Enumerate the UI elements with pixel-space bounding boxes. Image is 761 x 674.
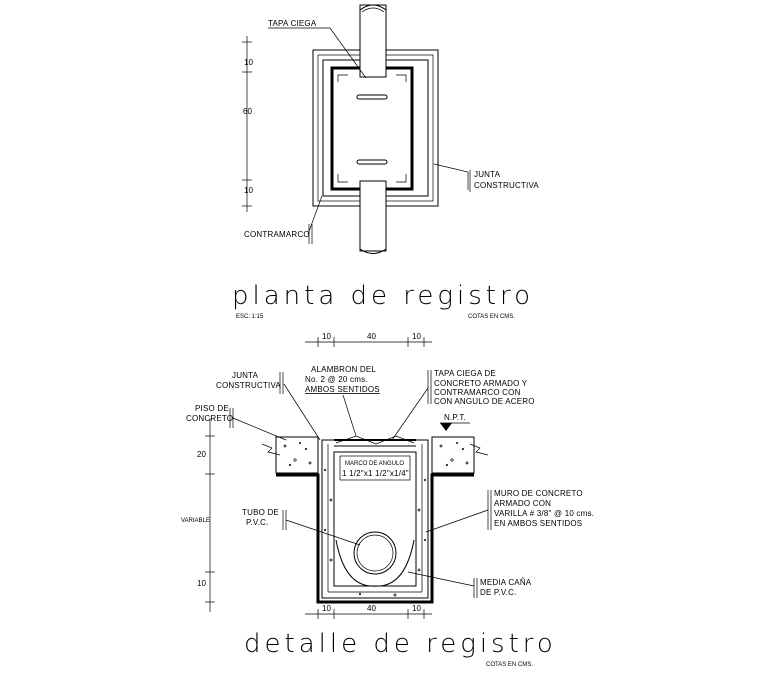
detail-label-muro-2: ARMADO CON: [494, 499, 551, 508]
detail-outer-wall: [276, 473, 474, 604]
detail-floor-slab-right: [431, 436, 475, 474]
detail-label-tapa-3: CONTRAMARCO CON: [434, 388, 521, 397]
detail-label-alambron-3: AMBOS SENTIDOS: [305, 385, 380, 394]
detail-label-tubo-1: TUBO DE: [242, 508, 279, 517]
detail-label-media-1: MEDIA CAÑA: [480, 578, 532, 587]
detail-label-tapa-1: TAPA CIEGA DE: [434, 369, 496, 378]
plan-title: planta de registro: [232, 281, 534, 311]
detail-view: 10 40 10 MARC: [181, 332, 594, 668]
plan-label-junta-1: JUNTA: [474, 170, 501, 179]
detail-dim-top-right: 10: [412, 332, 421, 341]
detail-label-marco-2: 1 1/2"x1 1/2"x1/4": [342, 469, 409, 478]
plan-label-tapa: TAPA CIEGA: [268, 19, 317, 28]
detail-dim-top-left: 10: [322, 332, 331, 341]
detail-label-piso-1: PISO DE: [195, 404, 229, 413]
plan-vertical-dimension: [242, 36, 252, 212]
detail-label-tubo-2: P.V.C.: [246, 518, 269, 527]
detail-dim-v-20: 20: [197, 450, 206, 459]
detail-pvc-pipe: [353, 531, 397, 575]
detail-floor-slab-left: [275, 436, 319, 474]
detail-label-tapa-4: CON ANGULO DE ACERO: [434, 397, 535, 406]
detail-dim-v-10: 10: [197, 579, 206, 588]
plan-handle-bottom: [356, 159, 388, 165]
detail-title: detalle de registro: [244, 629, 557, 659]
detail-label-marco-1: MARCO DE ANGULO: [345, 461, 404, 467]
detail-label-piso-2: CONCRETO: [186, 414, 233, 423]
detail-label-tapa-2: CONCRETO ARMADO Y: [434, 379, 528, 388]
detail-label-muro-4: EN AMBOS SENTIDOS: [494, 519, 582, 528]
detail-vertical-dimension: [205, 418, 215, 612]
plan-scale: ESC: 1:15: [236, 314, 264, 320]
plan-handle-top: [356, 94, 388, 100]
detail-units-note: COTAS EN CMS.: [486, 662, 533, 668]
detail-dim-top-mid: 40: [367, 332, 376, 341]
detail-media-cana: [335, 539, 415, 587]
detail-dim-bot-left: 10: [322, 604, 331, 613]
detail-label-muro-3: VARILLA # 3/8" @ 10 cms.: [494, 509, 594, 518]
plan-units-note: COTAS EN CMS.: [468, 314, 515, 320]
plan-view: 10 60 10 TAPA CIEGA JUNTA CONSTRUCTIVA C…: [232, 4, 539, 320]
detail-bottom-dimension: [305, 609, 432, 619]
detail-top-dimension: [305, 337, 432, 347]
plan-pipe-bottom: [359, 180, 387, 254]
detail-slab-hatch: [283, 441, 469, 467]
detail-label-alambron-2: No. 2 @ 20 cms.: [305, 375, 368, 384]
detail-label-muro-1: MURO DE CONCRETO: [494, 489, 583, 498]
plan-label-junta-2: CONSTRUCTIVA: [474, 181, 539, 190]
plan-dim-top: 10: [244, 58, 253, 67]
detail-dim-bot-mid: 40: [367, 604, 376, 613]
detail-label-media-2: DE P.V.C.: [480, 588, 517, 597]
detail-label-junta-1: JUNTA: [232, 371, 259, 380]
detail-marco-frame: [339, 455, 411, 481]
detail-label-junta-2: CONSTRUCTIVA: [216, 381, 281, 390]
detail-label-alambron-1: ALAMBRON DEL: [311, 365, 376, 374]
plan-dim-bottom: 10: [244, 186, 253, 195]
detail-dim-bot-right: 10: [412, 604, 421, 613]
plan-dim-mid: 60: [243, 107, 252, 116]
detail-wall-hatch: [323, 468, 427, 597]
detail-dim-v-variable: VARIABLE: [181, 518, 210, 524]
plan-pipe-top: [359, 4, 387, 78]
plan-label-contramarco: CONTRAMARCO: [244, 230, 310, 239]
detail-npt-marker: [440, 423, 452, 431]
plan-tapa-ciega: [330, 66, 414, 191]
detail-label-npt: N.P.T.: [444, 413, 466, 422]
